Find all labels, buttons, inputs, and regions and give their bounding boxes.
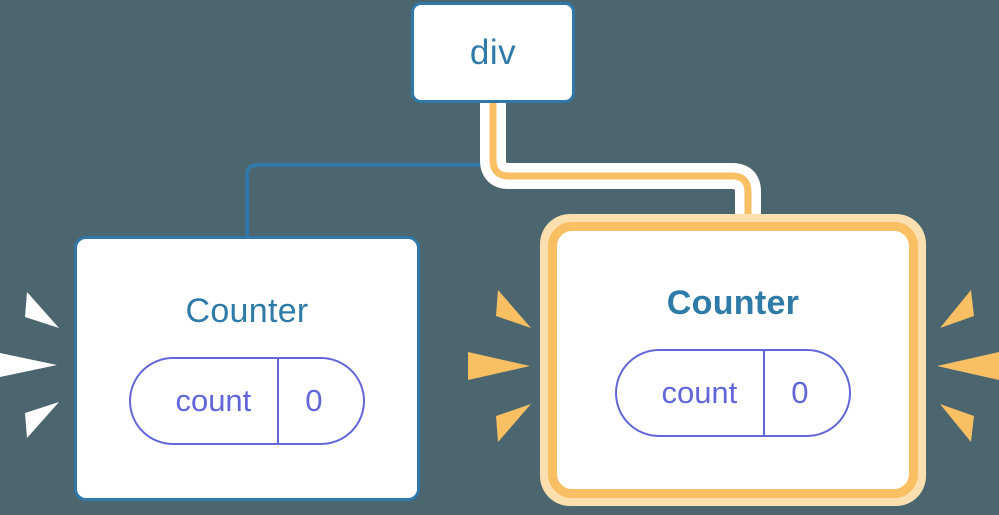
ray-icon <box>496 404 531 442</box>
update-rays-right-orange <box>937 290 999 442</box>
node-counter-left[interactable]: Counter count 0 <box>74 236 420 501</box>
update-rays-center-orange <box>468 290 531 442</box>
counter-left-state-key: count <box>175 383 252 418</box>
counter-left-state-value: 0 <box>305 383 323 418</box>
ray-icon <box>940 404 974 442</box>
ray-icon <box>937 352 999 380</box>
pill-divider <box>277 359 280 443</box>
counter-right-state-pill: count 0 <box>615 348 851 437</box>
ray-icon <box>940 290 974 328</box>
counter-right-title: Counter <box>666 283 800 322</box>
node-counter-right[interactable]: Counter count 0 <box>548 222 918 498</box>
ray-icon <box>468 352 530 380</box>
pill-divider <box>763 350 766 435</box>
counter-left-state-pill: count 0 <box>129 357 365 445</box>
counter-right-state-value: 0 <box>791 374 809 410</box>
node-counter-right-glow: Counter count 0 <box>540 214 926 506</box>
node-div[interactable]: div <box>411 2 575 103</box>
ray-icon <box>0 353 57 377</box>
node-div-label: div <box>469 32 517 72</box>
counter-left-body: Counter count 0 <box>77 239 417 498</box>
edge-div-to-counter-left <box>245 101 495 242</box>
ray-icon <box>496 290 531 328</box>
ray-icon <box>25 402 59 438</box>
edge-div-to-counter-right <box>489 103 752 246</box>
counter-left-title: Counter <box>185 292 309 330</box>
ray-icon <box>25 292 59 328</box>
update-rays-left-white <box>0 292 59 438</box>
counter-right-state-key: count <box>661 374 738 410</box>
counter-right-body: Counter count 0 <box>557 231 909 489</box>
